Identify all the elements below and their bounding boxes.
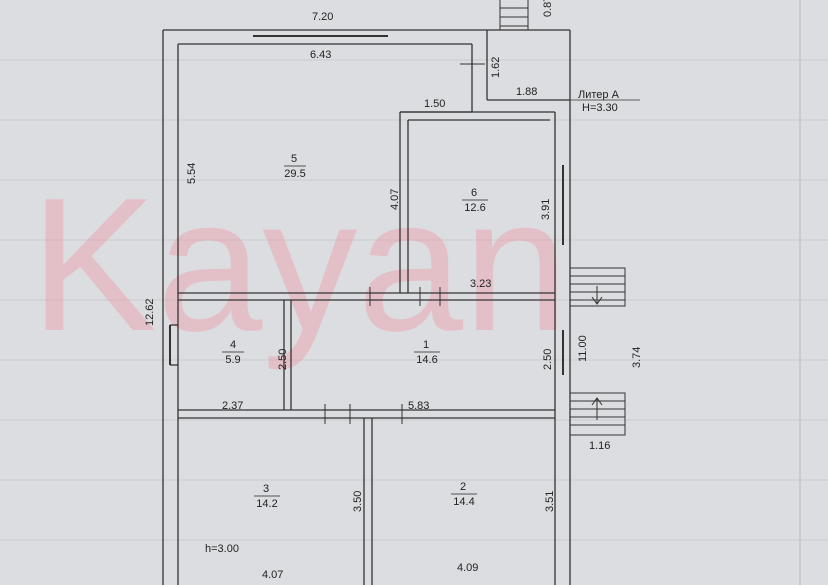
room-4-label: 4 5.9 [222, 339, 244, 366]
dim-room4-right: 2.50 [277, 349, 289, 370]
floor-height: h=3.00 [205, 543, 239, 555]
room-area: 12.6 [464, 202, 485, 214]
dim-room4-bottom: 2.37 [222, 400, 243, 412]
dim-room2-bottom: 4.09 [457, 562, 478, 574]
room-number: 1 [423, 339, 429, 351]
dimension-labels: 7.20 6.43 1.88 1.50 3.23 2.37 5.83 1.16 … [144, 0, 643, 581]
room-3-label: 3 14.2 [254, 483, 280, 510]
door-marks [324, 63, 485, 424]
room-number: 2 [460, 481, 466, 493]
room-area: 5.9 [225, 354, 240, 366]
dim-room5-step: 1.50 [424, 98, 445, 110]
room-number: 4 [230, 339, 236, 351]
room-number: 3 [263, 483, 269, 495]
litera-height: Н=3.30 [582, 102, 618, 114]
dim-room1-bottom: 5.83 [408, 400, 429, 412]
room-1-label: 1 14.6 [414, 339, 440, 366]
side-stairs [569, 267, 626, 436]
outer-walls [162, 29, 571, 585]
dim-stairs-width: 1.16 [589, 440, 610, 452]
room-number: 5 [291, 153, 297, 165]
dim-room6-right: 3.91 [540, 199, 552, 220]
dim-room2-right: 3.51 [544, 491, 556, 512]
dim-room6-bottom: 3.23 [470, 278, 491, 290]
dim-total-left: 12.62 [144, 298, 156, 326]
top-stairs [499, 0, 529, 30]
room-number: 6 [471, 187, 477, 199]
litera-note: Литер А Н=3.30 [570, 89, 640, 114]
room-5-label: 5 29.5 [284, 153, 306, 180]
room-labels: 5 29.5 6 12.6 4 5.9 1 14.6 3 14.2 2 14.4 [222, 153, 488, 510]
room-area: 14.2 [256, 498, 277, 510]
room-area: 29.5 [284, 168, 305, 180]
dim-stairs-outer: 3.74 [631, 347, 643, 368]
dim-room3-right: 3.50 [352, 491, 364, 512]
watermark-text: Kayan [30, 159, 569, 371]
room-6-label: 6 12.6 [462, 187, 488, 214]
dim-top-outer: 7.20 [312, 11, 333, 23]
dim-porch-width: 1.88 [516, 86, 537, 98]
room-area: 14.4 [453, 496, 474, 508]
dim-room5-height: 5.54 [186, 163, 198, 184]
room-area: 14.6 [416, 354, 437, 366]
dim-header-fragment: 0.87 [542, 0, 554, 17]
dim-porch-vertical: 1.62 [490, 57, 502, 78]
litera-name: Литер А [578, 89, 620, 101]
dim-room1-right: 2.50 [542, 349, 554, 370]
dim-room6-left: 4.07 [389, 189, 401, 210]
dim-top-inner: 6.43 [310, 49, 331, 61]
dim-room3-bottom: 4.07 [262, 569, 283, 581]
room-2-label: 2 14.4 [451, 481, 477, 508]
dim-stairs-inner: 11.00 [577, 335, 589, 362]
